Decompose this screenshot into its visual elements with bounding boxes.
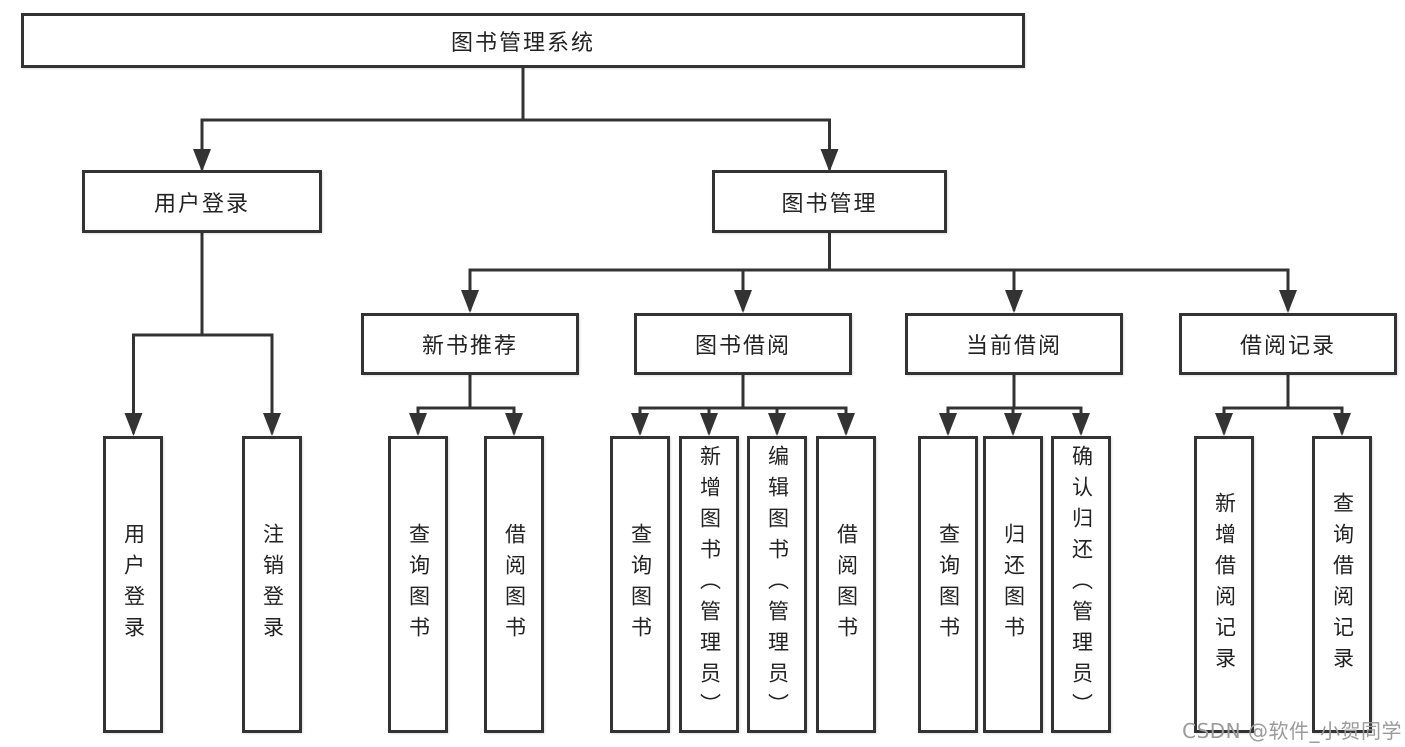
leaf-current-confirm-return-admin-label: 确认归还（管理员） bbox=[1069, 445, 1094, 724]
node-new-book-recommend: 新书推荐 bbox=[361, 313, 579, 375]
leaf-newbook-borrow-books-label: 借阅图书 bbox=[502, 522, 527, 647]
connector-user-login-branch bbox=[124, 231, 281, 436]
leaf-borrow-query-books: 查询图书 bbox=[610, 436, 670, 733]
connector-current-borrow-branch bbox=[939, 373, 1090, 436]
leaf-current-confirm-return-admin: 确认归还（管理员） bbox=[1051, 436, 1111, 733]
node-user-login: 用户登录 bbox=[82, 170, 322, 233]
node-book-management-label: 图书管理 bbox=[781, 191, 878, 217]
leaf-records-add-record-label: 新增借阅记录 bbox=[1212, 491, 1237, 678]
leaf-current-return-books-label: 归还图书 bbox=[1001, 522, 1026, 647]
node-user-login-label: 用户登录 bbox=[153, 191, 250, 217]
leaf-newbook-query-books: 查询图书 bbox=[388, 436, 448, 733]
leaf-user-login: 用户登录 bbox=[103, 436, 163, 733]
leaf-current-query-books: 查询图书 bbox=[918, 436, 978, 733]
leaf-logout-label: 注销登录 bbox=[260, 522, 285, 647]
node-system-root-label: 图书管理系统 bbox=[450, 30, 595, 56]
leaf-borrow-borrow-books: 借阅图书 bbox=[816, 436, 876, 733]
connector-book-borrow-branch bbox=[631, 373, 855, 436]
node-system-root: 图书管理系统 bbox=[21, 13, 1025, 68]
connector-borrow-records-branch bbox=[1215, 373, 1351, 436]
leaf-borrow-add-books-admin: 新增图书（管理员） bbox=[679, 436, 739, 733]
leaf-records-query-record-label: 查询借阅记录 bbox=[1330, 491, 1355, 678]
leaf-records-query-record: 查询借阅记录 bbox=[1312, 436, 1372, 733]
leaf-newbook-query-books-label: 查询图书 bbox=[406, 522, 431, 647]
leaf-borrow-edit-books-admin-label: 编辑图书（管理员） bbox=[765, 445, 790, 724]
connector-new-book-branch bbox=[409, 373, 523, 436]
node-book-management: 图书管理 bbox=[712, 170, 947, 233]
leaf-borrow-query-books-label: 查询图书 bbox=[628, 522, 653, 647]
leaf-borrow-borrow-books-label: 借阅图书 bbox=[834, 522, 859, 647]
node-borrow-records: 借阅记录 bbox=[1179, 313, 1397, 375]
connector-book-mgmt-branch bbox=[461, 231, 1297, 313]
leaf-current-query-books-label: 查询图书 bbox=[936, 522, 961, 647]
leaf-current-return-books: 归还图书 bbox=[983, 436, 1043, 733]
leaf-logout: 注销登录 bbox=[242, 436, 302, 733]
node-new-book-recommend-label: 新书推荐 bbox=[421, 334, 518, 359]
leaf-records-add-record: 新增借阅记录 bbox=[1194, 436, 1254, 733]
node-current-borrow: 当前借阅 bbox=[905, 313, 1123, 375]
node-borrow-records-label: 借阅记录 bbox=[1239, 334, 1336, 359]
node-current-borrow-label: 当前借阅 bbox=[965, 334, 1062, 359]
leaf-borrow-edit-books-admin: 编辑图书（管理员） bbox=[747, 436, 807, 733]
leaf-newbook-borrow-books: 借阅图书 bbox=[484, 436, 544, 733]
connector-root-to-level2 bbox=[193, 66, 839, 172]
leaf-user-login-label: 用户登录 bbox=[121, 522, 146, 647]
node-book-borrow-label: 图书借阅 bbox=[694, 334, 791, 359]
csdn-watermark: CSDN @软件_小贺同学 bbox=[1182, 719, 1402, 743]
node-book-borrow: 图书借阅 bbox=[634, 313, 852, 375]
leaf-borrow-add-books-admin-label: 新增图书（管理员） bbox=[697, 445, 722, 724]
